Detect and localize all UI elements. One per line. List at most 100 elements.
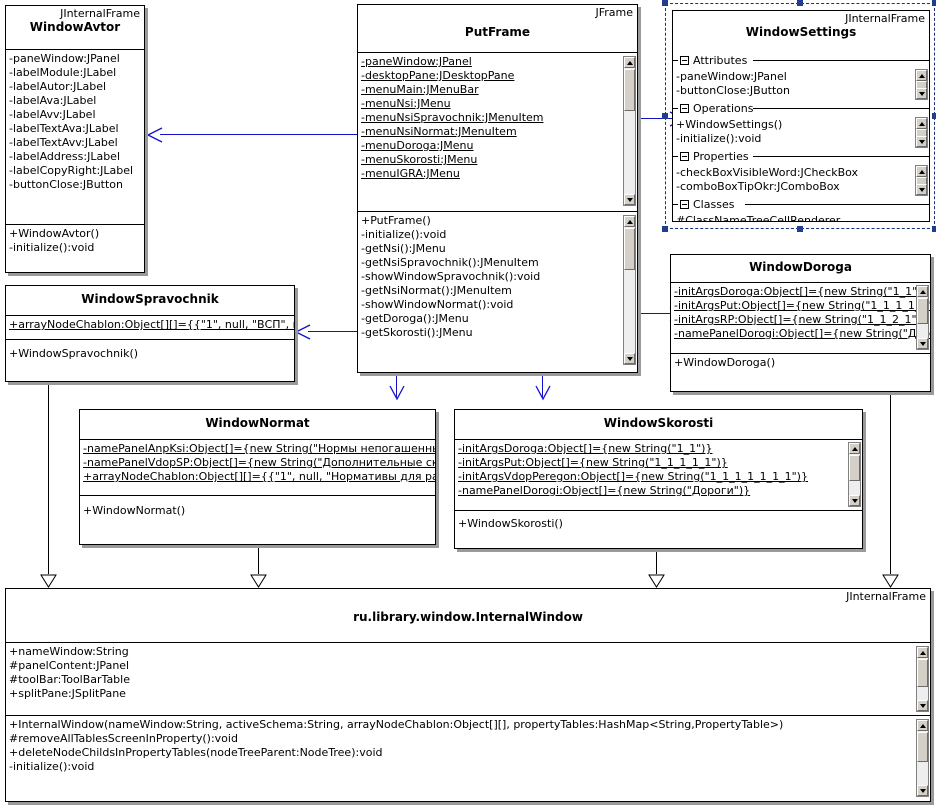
attribute-row: -labelAddress:JLabel	[9, 150, 121, 163]
class-box-windowdoroga[interactable]: WindowDoroga -initArgsDoroga:Object[]={n…	[670, 254, 931, 392]
operations-compartment-windowskorosti: +WindowSkorosti()	[455, 511, 862, 548]
attribute-row: +nameWindow:String	[9, 645, 129, 658]
scroll-down-button[interactable]	[849, 495, 860, 506]
class-header-windowsettings: JInternalFrame WindowSettings	[673, 11, 929, 53]
scrollbar-windowskorosti-attributes[interactable]	[848, 442, 861, 507]
scrollbar-windowsettings-operations[interactable]	[915, 117, 928, 148]
selection-handle-se[interactable]	[932, 226, 936, 232]
attribute-row: -menuNsi:JMenu	[361, 97, 451, 110]
class-box-internalwindow[interactable]: JInternalFrame ru.library.window.Interna…	[5, 588, 931, 802]
scroll-thumb[interactable]	[849, 455, 860, 481]
collapse-minus-icon[interactable]	[680, 56, 689, 65]
selection-handle-sw[interactable]	[662, 226, 668, 232]
generalization-line-skorosti	[656, 549, 657, 574]
scrollbar-internalwindow-operations[interactable]	[916, 719, 929, 797]
group-dash-right	[753, 156, 929, 157]
class-box-putframe[interactable]: JFrame PutFrame -paneWindow:JPanel -desk…	[357, 4, 638, 373]
operation-row: -showWindowSpravochnik():void	[361, 270, 541, 283]
class-box-windowavtor[interactable]: JInternalFrame WindowAvtor -paneWindow:J…	[5, 5, 145, 273]
attribute-row: -initArgsDoroga:Object[]={new String("1_…	[674, 285, 929, 298]
attribute-row: -paneWindow:JPanel	[676, 70, 787, 83]
scrollbar-windowdoroga-attributes[interactable]	[916, 285, 929, 350]
scroll-down-button[interactable]	[624, 194, 635, 205]
attributes-compartment-windowavtor: -paneWindow:JPanel -labelModule:JLabel -…	[6, 50, 144, 225]
attribute-row: -namePanelVdopSP:Object[]={new String("Д…	[83, 456, 435, 469]
group-dash-left	[673, 156, 678, 157]
scroll-down-button[interactable]	[624, 353, 635, 364]
class-box-windowsettings[interactable]: JInternalFrame WindowSettings Attributes…	[672, 10, 930, 222]
attribute-row: -labelTextAvv:JLabel	[9, 136, 118, 149]
scroll-up-button[interactable]	[624, 57, 635, 68]
scroll-thumb[interactable]	[917, 298, 928, 324]
selection-handle-s[interactable]	[797, 226, 803, 232]
scroll-thumb[interactable]	[624, 228, 635, 270]
nested-class-row: #ClassNameTreeCellRenderer	[676, 214, 841, 222]
class-name-label: ru.library.window.InternalWindow	[353, 610, 583, 624]
operation-row: -initialize():void	[361, 228, 447, 241]
classes-compartment-windowsettings: #ClassNameTreeCellRenderer	[673, 212, 929, 222]
operations-compartment-putframe: +PutFrame() -initialize():void -getNsi()…	[358, 212, 637, 371]
scroll-up-button[interactable]	[624, 216, 635, 227]
class-header-windowavtor: JInternalFrame WindowAvtor	[6, 6, 144, 50]
generalization-line-normat	[258, 545, 259, 574]
scrollbar-windowsettings-attributes[interactable]	[915, 69, 928, 100]
scroll-up-button[interactable]	[849, 443, 860, 454]
scroll-thumb[interactable]	[917, 732, 928, 762]
scroll-thumb[interactable]	[917, 659, 928, 687]
class-box-windowspravochnik[interactable]: WindowSpravochnik +arrayNodeChablon:Obje…	[5, 285, 295, 382]
scroll-down-button[interactable]	[917, 785, 928, 796]
generalization-arrow-spravochnik	[40, 574, 57, 588]
attributes-compartment-internalwindow: +nameWindow:String #panelContent:JPanel …	[6, 643, 930, 716]
attribute-row: -namePanelDorogi:Object[]={new String("Д…	[458, 484, 751, 497]
operation-row: +WindowSpravochnik()	[9, 347, 139, 360]
selection-handle-w[interactable]	[662, 113, 668, 119]
scroll-up-button[interactable]	[917, 647, 928, 658]
group-label: Operations	[693, 102, 754, 115]
scroll-down-button[interactable]	[916, 136, 927, 147]
scroll-down-button[interactable]	[917, 338, 928, 349]
group-label: Properties	[693, 150, 749, 163]
group-label: Classes	[693, 198, 735, 211]
arrowhead-to-windowskorosti	[534, 384, 552, 402]
attribute-row: -labelAva:JLabel	[9, 94, 97, 107]
scroll-down-button[interactable]	[916, 88, 927, 99]
selection-handle-n[interactable]	[797, 0, 803, 6]
selection-handle-ne[interactable]	[932, 0, 936, 6]
scrollbar-internalwindow-attributes[interactable]	[916, 646, 929, 712]
attribute-row: #toolBar:ToolBarTable	[9, 673, 130, 686]
operation-row: +WindowSettings()	[676, 118, 783, 131]
class-header-windowspravochnik: WindowSpravochnik	[6, 286, 294, 316]
scroll-up-button[interactable]	[917, 720, 928, 731]
scroll-up-button[interactable]	[916, 70, 927, 81]
collapse-minus-icon[interactable]	[680, 104, 689, 113]
scroll-thumb[interactable]	[624, 69, 635, 111]
selection-handle-e[interactable]	[932, 113, 936, 119]
group-header-operations[interactable]: Operations	[673, 101, 929, 116]
generalization-arrow-normat	[250, 574, 267, 588]
scrollbar-putframe-attributes[interactable]	[623, 56, 636, 206]
scrollbar-windowsettings-properties[interactable]	[915, 165, 928, 196]
scrollbar-putframe-operations[interactable]	[623, 215, 636, 365]
group-dash-left	[673, 108, 678, 109]
group-header-attributes[interactable]: Attributes	[673, 53, 929, 68]
class-name-label: WindowSpravochnik	[81, 292, 219, 306]
scroll-up-button[interactable]	[916, 166, 927, 177]
selection-frame-windowsettings	[665, 3, 935, 229]
selection-handle-nw[interactable]	[662, 0, 668, 6]
scroll-up-button[interactable]	[916, 118, 927, 129]
collapse-minus-icon[interactable]	[680, 152, 689, 161]
scroll-down-button[interactable]	[917, 700, 928, 711]
group-dash-left	[673, 60, 678, 61]
group-dash-right	[745, 204, 929, 205]
group-header-properties[interactable]: Properties	[673, 149, 929, 164]
operation-row: +InternalWindow(nameWindow:String, activ…	[9, 718, 784, 731]
scroll-down-button[interactable]	[916, 184, 927, 195]
group-header-classes[interactable]: Classes	[673, 197, 929, 212]
scroll-up-button[interactable]	[917, 286, 928, 297]
attribute-row: -menuIGRA:JMenu	[361, 167, 460, 180]
class-header-windowdoroga: WindowDoroga	[671, 255, 930, 283]
class-box-windowskorosti[interactable]: WindowSkorosti -initArgsDoroga:Object[]=…	[454, 409, 863, 549]
class-header-internalwindow: JInternalFrame ru.library.window.Interna…	[6, 589, 930, 643]
class-box-windownormat[interactable]: WindowNormat -namePanelAnpKsi:Object[]={…	[79, 409, 436, 545]
collapse-minus-icon[interactable]	[680, 200, 689, 209]
